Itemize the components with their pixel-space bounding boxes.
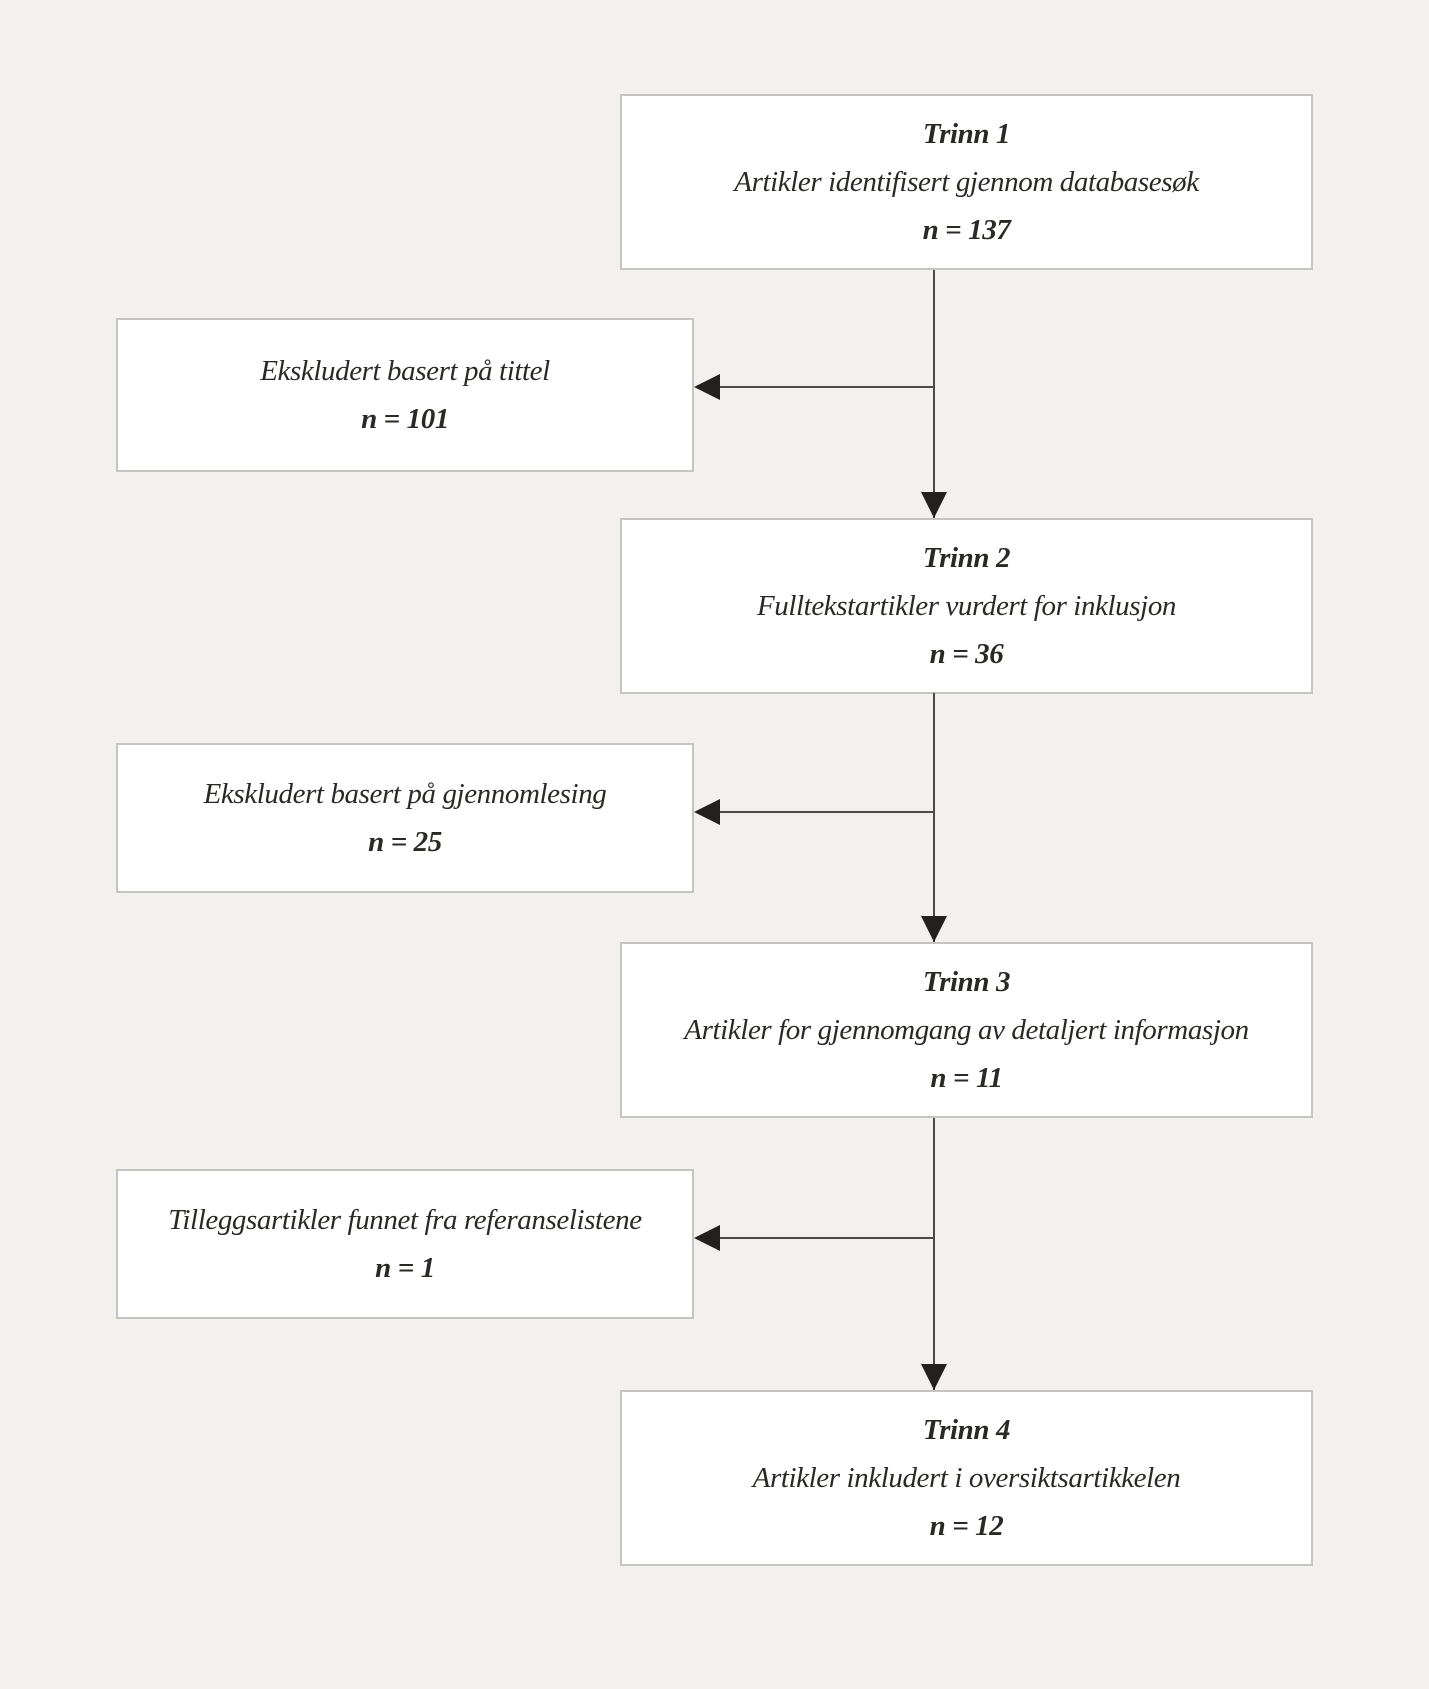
arrow-down-icon — [921, 1364, 947, 1390]
branch-line-to-excluded-fulltext — [696, 811, 934, 813]
step-description: Artikler identifisert gjennom databasesø… — [734, 166, 1199, 198]
side-box-count: n = 1 — [375, 1252, 435, 1284]
side-box-description: Ekskludert basert på tittel — [260, 355, 550, 387]
step-title: Trinn 1 — [922, 118, 1011, 150]
step-title: Trinn 2 — [922, 542, 1011, 574]
arrow-left-icon — [694, 374, 720, 400]
step-count: n = 137 — [922, 214, 1011, 246]
step-count: n = 11 — [930, 1062, 1003, 1094]
arrow-down-icon — [921, 916, 947, 942]
arrow-left-icon — [694, 1225, 720, 1251]
step-box-trinn-4: Trinn 4 Artikler inkludert i oversiktsar… — [620, 1390, 1313, 1566]
arrow-left-icon — [694, 799, 720, 825]
arrow-down-icon — [921, 492, 947, 518]
side-box-excluded-title: Ekskludert basert på tittel n = 101 — [116, 318, 694, 472]
side-box-excluded-fulltext: Ekskludert basert på gjennomlesing n = 2… — [116, 743, 694, 893]
side-box-count: n = 101 — [361, 403, 449, 435]
step-box-trinn-3: Trinn 3 Artikler for gjennomgang av deta… — [620, 942, 1313, 1118]
step-count: n = 12 — [929, 1510, 1004, 1542]
side-box-additional-articles: Tilleggsartikler funnet fra referanselis… — [116, 1169, 694, 1319]
connector-step3-step4 — [933, 1118, 935, 1390]
step-box-trinn-2: Trinn 2 Fulltekstartikler vurdert for in… — [620, 518, 1313, 694]
step-count: n = 36 — [929, 638, 1004, 670]
step-description: Fulltekstartikler vurdert for inklusjon — [756, 590, 1177, 622]
connector-step2-step3 — [933, 693, 935, 942]
step-description: Artikler for gjennomgang av detaljert in… — [684, 1014, 1249, 1046]
side-box-count: n = 25 — [368, 826, 442, 858]
side-box-description: Ekskludert basert på gjennomlesing — [203, 778, 607, 810]
step-box-trinn-1: Trinn 1 Artikler identifisert gjennom da… — [620, 94, 1313, 270]
connector-step1-step2 — [933, 270, 935, 518]
branch-line-to-additional-articles — [696, 1237, 934, 1239]
step-title: Trinn 4 — [922, 1414, 1011, 1446]
branch-line-to-excluded-title — [696, 386, 934, 388]
side-box-description: Tilleggsartikler funnet fra referanselis… — [168, 1204, 642, 1236]
step-description: Artikler inkludert i oversiktsartikkelen — [752, 1462, 1181, 1494]
step-title: Trinn 3 — [922, 966, 1011, 998]
